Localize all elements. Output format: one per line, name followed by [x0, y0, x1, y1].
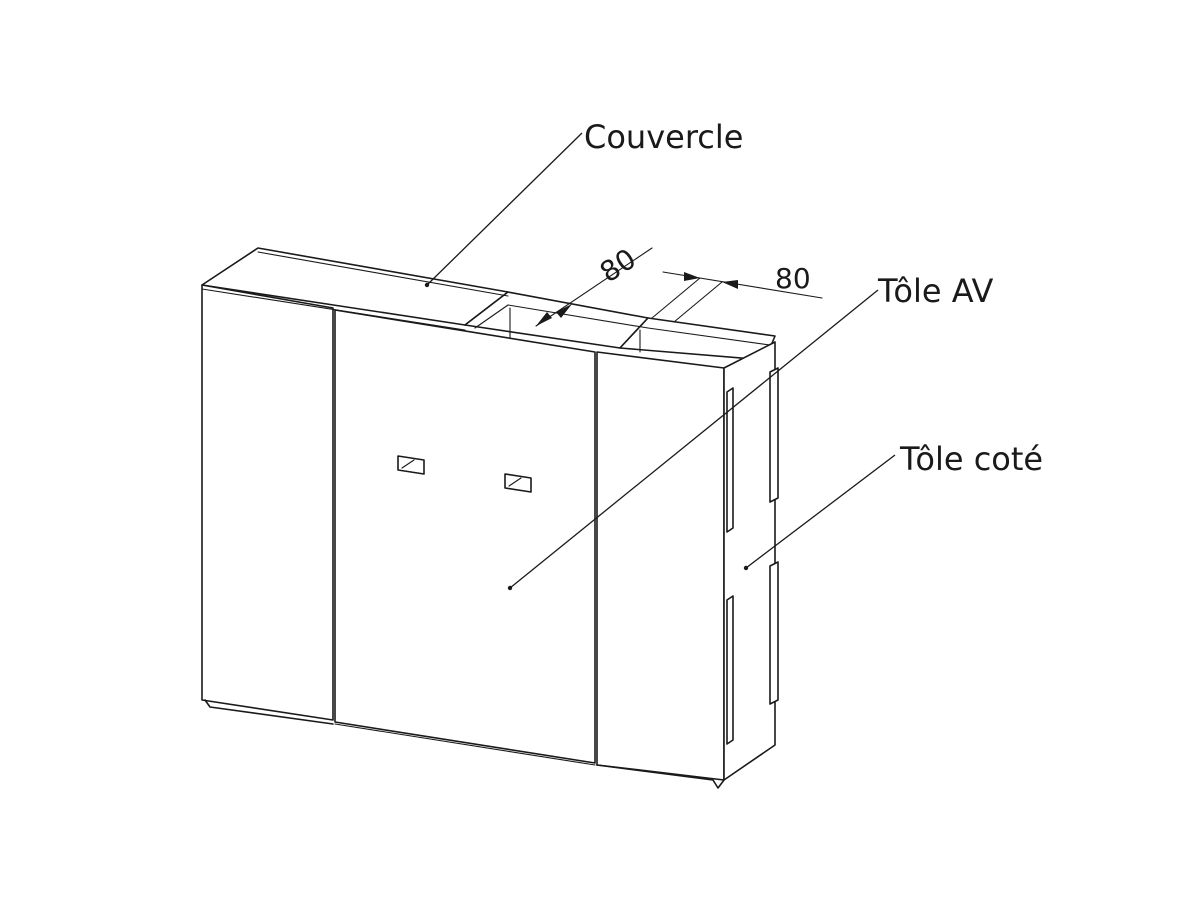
- label-tole-av: Tôle AV: [877, 272, 994, 310]
- lid-lip: [257, 251, 509, 297]
- label-tole-cote: Tôle coté: [899, 440, 1043, 478]
- panel-left: [201, 284, 334, 721]
- handle-left: [397, 455, 425, 475]
- panel-front-middle: [334, 309, 596, 764]
- foot-notch-left: [204, 699, 334, 725]
- recess-edge: [507, 304, 649, 329]
- dim-label-right: 80: [775, 262, 811, 295]
- callout-tole-av: Tôle AV: [507, 272, 994, 591]
- bottom-edge: [334, 723, 596, 766]
- label-couvercle: Couvercle: [584, 118, 743, 156]
- cabinet-body: [201, 247, 779, 789]
- side-flange-lower: [726, 595, 734, 745]
- foot-notch-right: [596, 764, 725, 789]
- recess-edge: [647, 327, 771, 346]
- callout-tole-cote: Tôle coté: [743, 440, 1043, 571]
- side-flange-upper: [726, 387, 734, 533]
- dimension-gap-right: 80: [651, 262, 823, 323]
- callout-couvercle: Couvercle: [424, 118, 743, 288]
- side-rail-lower: [769, 561, 779, 705]
- side-face: [723, 341, 776, 781]
- handle-right: [504, 473, 532, 493]
- panel-right: [596, 351, 725, 781]
- side-rail-upper: [769, 367, 779, 503]
- recess-edge: [474, 304, 509, 329]
